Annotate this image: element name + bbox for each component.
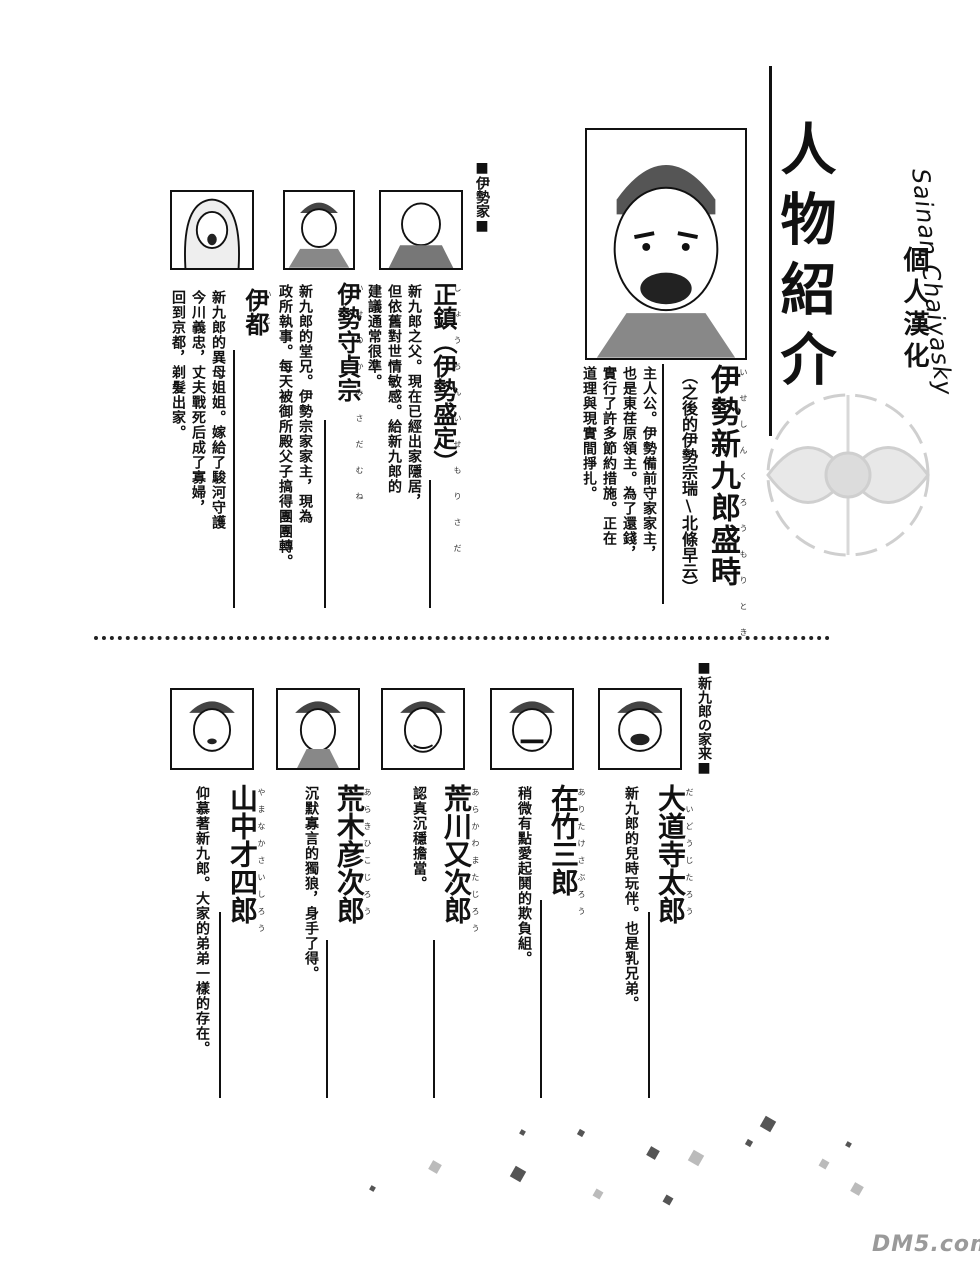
aritake-face-icon (509, 701, 555, 752)
sadamune-desc-1: 新九郎的堂兄。伊勢宗家家主，現為 (297, 284, 313, 524)
confetti-square (818, 1158, 830, 1170)
arakawa-ruby: あらかわまたじろう (471, 788, 480, 941)
confetti-square (519, 1129, 526, 1136)
ito-face-icon (184, 198, 240, 268)
portrait-aritake (490, 688, 574, 770)
confetti-square (845, 1141, 852, 1148)
arakawa-desc-1: 認真沉穩擔當。 (411, 786, 427, 891)
yamanaka-name: 山中才四郎 (226, 784, 259, 924)
shochin-name: 正鎮（伊勢盛定） (429, 282, 458, 474)
portrait-sadamune (283, 190, 355, 270)
portrait-shochin (379, 190, 463, 270)
group-label-ise: ■伊勢家■ (474, 160, 490, 234)
main-rule (662, 364, 664, 604)
confetti-square (744, 1138, 754, 1148)
confetti-square (687, 1149, 705, 1167)
ito-desc-1: 新九郎的異母姐姐。嫁給了駿河守護 (210, 290, 226, 530)
yamanaka-desc-1: 仰慕著新九郎。大家的弟弟一樣的存在。 (194, 786, 210, 1056)
site-watermark: DM5.com (872, 1232, 980, 1257)
sadamune-desc-2: 政所執事。每天被御所殿父子搞得團團轉。 (277, 284, 293, 569)
portrait-yamanaka (170, 688, 254, 770)
main-name-ruby: いせしんくろうもりとき (739, 368, 748, 654)
ito-desc-3: 回到京都，剃髮出家。 (170, 290, 186, 440)
aritake-ruby: ありたけさぶろう (577, 788, 586, 924)
daidoji-face-icon (617, 701, 663, 752)
shochin-ruby: しょうちんいせもりさだ (453, 284, 462, 570)
confetti-square (850, 1182, 864, 1196)
sadamune-name: 伊勢守貞宗 (333, 282, 362, 402)
group-label-retainers: ■新九郎の家来■ (696, 660, 712, 776)
daidoji-ruby: だいどうじたろう (685, 788, 694, 924)
main-desc-4: 道理與現實間掙扎。 (581, 366, 597, 501)
araki-desc-1: 沉默寡言的獨狼，身手了得。 (303, 786, 319, 981)
yamanaka-face-icon (189, 701, 235, 752)
page-title: 人物紹介 (771, 120, 837, 400)
aritake-name: 在竹三郎 (547, 784, 580, 896)
confetti-square (428, 1160, 442, 1174)
portrait-daidoji (598, 688, 682, 770)
main-alias: （之後的伊勢宗瑞\北條早云） (679, 368, 698, 595)
araki-rule (326, 940, 328, 1098)
araki-face-icon (295, 701, 341, 768)
araki-ruby: あらきひこじろう (363, 788, 372, 924)
aritake-desc-1: 稍微有點愛起鬨的欺負組。 (516, 786, 532, 966)
shochin-desc-3: 建議通常很準。 (366, 284, 382, 389)
main-desc-1: 主人公。伊勢備前守家家主， (641, 366, 657, 561)
yamanaka-rule (219, 912, 221, 1098)
ito-desc-2: 今川義忠，丈夫戰死后成了寡婦， (190, 290, 206, 515)
daidoji-rule (648, 912, 650, 1098)
section-divider (94, 636, 830, 640)
shochin-face-icon (388, 202, 454, 268)
arakawa-face-icon (400, 701, 446, 753)
shinkuro-face-icon (596, 165, 736, 358)
portrait-shinkuro (585, 128, 747, 360)
confetti-square (662, 1194, 674, 1206)
shochin-rule (429, 480, 431, 608)
main-desc-3: 實行了許多節約措施。正在 (601, 366, 617, 546)
shochin-desc-2: 但依舊對世情敏感。給新九郎的 (386, 284, 402, 494)
confetti-square (369, 1185, 376, 1192)
portrait-araki (276, 688, 360, 770)
daidoji-name: 大道寺太郎 (654, 784, 687, 924)
confetti-square (759, 1115, 777, 1133)
family-crest-icon (766, 393, 930, 557)
scanlator-credit: 個人漢化 (899, 246, 929, 374)
confetti-square (509, 1165, 527, 1183)
confetti-square (646, 1146, 660, 1160)
yamanaka-ruby: やまなかさいしろう (257, 788, 266, 941)
daidoji-desc-1: 新九郎的兒時玩伴。也是乳兄弟。 (623, 786, 639, 1011)
title-rule (769, 66, 772, 436)
portrait-ito (170, 190, 254, 270)
araki-name: 荒木彦次郎 (333, 784, 366, 924)
shochin-desc-1: 新九郎之父。現在已經出家隱居， (406, 284, 422, 509)
sadamune-face-icon (288, 202, 350, 268)
ito-name: 伊都 (241, 288, 270, 336)
arakawa-name: 荒川又次郎 (440, 784, 473, 924)
arakawa-rule (433, 940, 435, 1098)
sadamune-rule (324, 420, 326, 608)
sadamune-ruby: いせのかみさだむね (355, 284, 364, 518)
aritake-rule (540, 900, 542, 1098)
confetti-square (576, 1128, 586, 1138)
ito-ruby: いと (263, 290, 272, 342)
main-desc-2: 也是東荏原領主。為了還錢， (621, 366, 637, 561)
ito-rule (233, 350, 235, 608)
portrait-arakawa (381, 688, 465, 770)
main-name: 伊勢新九郎盛時 (705, 364, 740, 588)
confetti-square (592, 1188, 604, 1200)
